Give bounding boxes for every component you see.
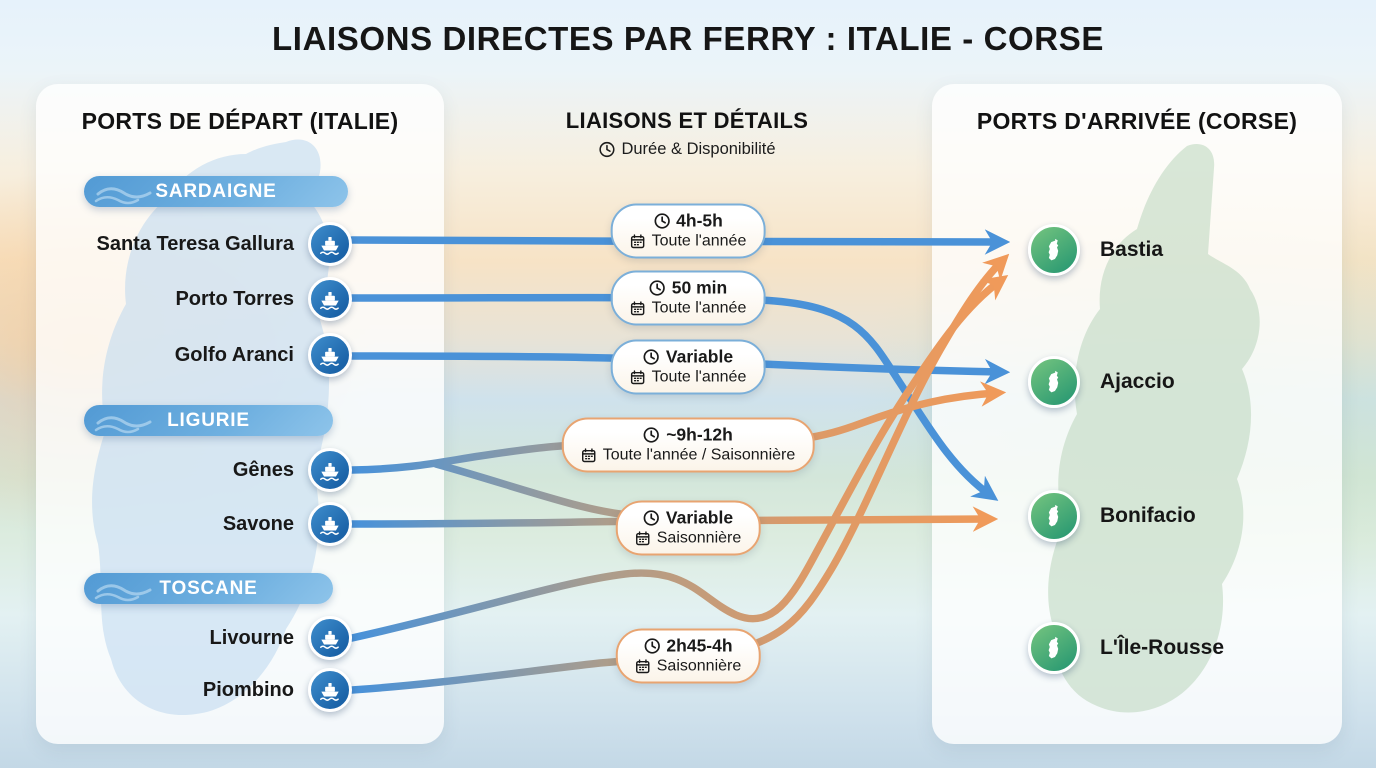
arrival-row-ile-rousse: L'Île-Rousse xyxy=(1028,619,1224,677)
arrival-label: L'Île-Rousse xyxy=(1100,636,1225,659)
badge-duration: Variable xyxy=(665,346,734,367)
ferry-icon xyxy=(308,616,352,660)
arrival-row-bastia: Bastia xyxy=(1028,221,1163,279)
port-row-santa-teresa-gallura: Santa Teresa Gallura xyxy=(40,220,352,268)
clock-icon xyxy=(599,141,615,158)
links-subtitle: Durée & Disponibilité xyxy=(598,140,776,159)
clock-icon xyxy=(654,213,670,229)
calendar-icon xyxy=(636,531,650,546)
corsica-icon xyxy=(1028,622,1080,674)
arrival-row-ajaccio: Ajaccio xyxy=(1028,353,1175,411)
port-row-porto-torres: Porto Torres xyxy=(40,275,352,323)
region-pill-sardaigne: SARDAIGNE xyxy=(84,176,348,207)
route-badge: 2h45-4h Saisonnière xyxy=(615,628,761,684)
ferry-icon xyxy=(308,277,352,321)
port-row-genes: Gênes xyxy=(40,446,352,494)
calendar-icon xyxy=(630,234,645,249)
links-subtitle-text: Durée & Disponibilité xyxy=(621,140,776,158)
clock-icon xyxy=(644,638,660,654)
arrival-panel-title: PORTS D'ARRIVÉE (CORSE) xyxy=(976,108,1298,134)
wave-icon xyxy=(94,187,152,205)
badge-duration: ~9h-12h xyxy=(666,424,733,445)
badge-duration: 2h45-4h xyxy=(666,635,733,656)
corsica-icon xyxy=(1028,490,1080,542)
calendar-icon xyxy=(630,370,645,385)
clock-icon xyxy=(643,510,660,526)
arrival-panel: PORTS D'ARRIVÉE (CORSE) xyxy=(932,84,1342,744)
port-label: Porto Torres xyxy=(175,287,294,310)
calendar-icon xyxy=(582,448,596,463)
badge-availability: Saisonnière xyxy=(656,657,742,675)
badge-duration: Variable xyxy=(665,507,734,528)
badge-availability: Toute l'année xyxy=(651,232,747,250)
route-badge: 4h-5h Toute l'année xyxy=(610,203,766,259)
arrival-label: Bonifacio xyxy=(1100,504,1196,527)
clock-icon xyxy=(649,280,665,296)
port-row-livourne: Livourne xyxy=(40,614,352,662)
port-row-golfo-aranci: Golfo Aranci xyxy=(40,331,352,379)
corsica-icon xyxy=(1028,224,1080,276)
badge-duration: 50 min xyxy=(671,277,728,298)
departure-panel-title: PORTS DE DÉPART (ITALIE) xyxy=(81,108,399,134)
port-label: Santa Teresa Gallura xyxy=(96,232,295,255)
badge-availability: Toute l'année xyxy=(651,299,747,317)
region-pill-label: TOSCANE xyxy=(159,577,258,599)
arrival-label: Ajaccio xyxy=(1100,370,1175,393)
links-title: LIAISONS ET DÉTAILS xyxy=(565,108,809,133)
badge-duration: 4h-5h xyxy=(676,210,723,231)
port-row-piombino: Piombino xyxy=(40,666,352,714)
region-pill-label: SARDAIGNE xyxy=(155,180,277,202)
port-row-savone: Savone xyxy=(40,500,352,548)
arrival-label: Bastia xyxy=(1100,238,1164,261)
badge-availability: Toute l'année / Saisonnière xyxy=(602,446,796,464)
corsica-map-silhouette xyxy=(1048,144,1260,713)
ferry-icon xyxy=(308,502,352,546)
route-badge: ~9h-12h Toute l'année / Saisonnière xyxy=(561,417,815,473)
route-badge: Variable Toute l'année xyxy=(610,339,766,395)
port-label: Gênes xyxy=(232,458,294,481)
port-label: Golfo Aranci xyxy=(174,343,294,366)
wave-icon xyxy=(94,584,152,602)
ferry-icon xyxy=(308,222,352,266)
region-pill-ligurie: LIGURIE xyxy=(84,405,333,436)
route-line-piombino-bastia xyxy=(348,253,1010,694)
badge-availability: Saisonnière xyxy=(656,529,742,547)
page-title: LIAISONS DIRECTES PAR FERRY : ITALIE - C… xyxy=(272,20,1104,57)
route-line-porto-torres-bonifacio xyxy=(348,293,999,501)
route-badge: Variable Saisonnière xyxy=(615,500,761,556)
calendar-icon xyxy=(630,301,645,316)
route-line-livourne-bastia xyxy=(348,274,1009,642)
port-label: Savone xyxy=(222,512,294,535)
arrival-row-bonifacio: Bonifacio xyxy=(1028,487,1196,545)
corsica-icon xyxy=(1028,356,1080,408)
route-badge: 50 min Toute l'année xyxy=(610,270,766,326)
clock-icon xyxy=(644,427,660,443)
clock-icon xyxy=(643,349,660,365)
port-label: Livourne xyxy=(209,626,294,649)
ferry-icon xyxy=(308,333,352,377)
calendar-icon xyxy=(636,659,650,674)
port-label: Piombino xyxy=(202,678,294,701)
wave-icon xyxy=(94,416,152,434)
region-pill-toscane: TOSCANE xyxy=(84,573,333,604)
ferry-icon xyxy=(308,668,352,712)
region-pill-label: LIGURIE xyxy=(167,409,250,431)
ferry-icon xyxy=(308,448,352,492)
badge-availability: Toute l'année xyxy=(651,368,747,386)
